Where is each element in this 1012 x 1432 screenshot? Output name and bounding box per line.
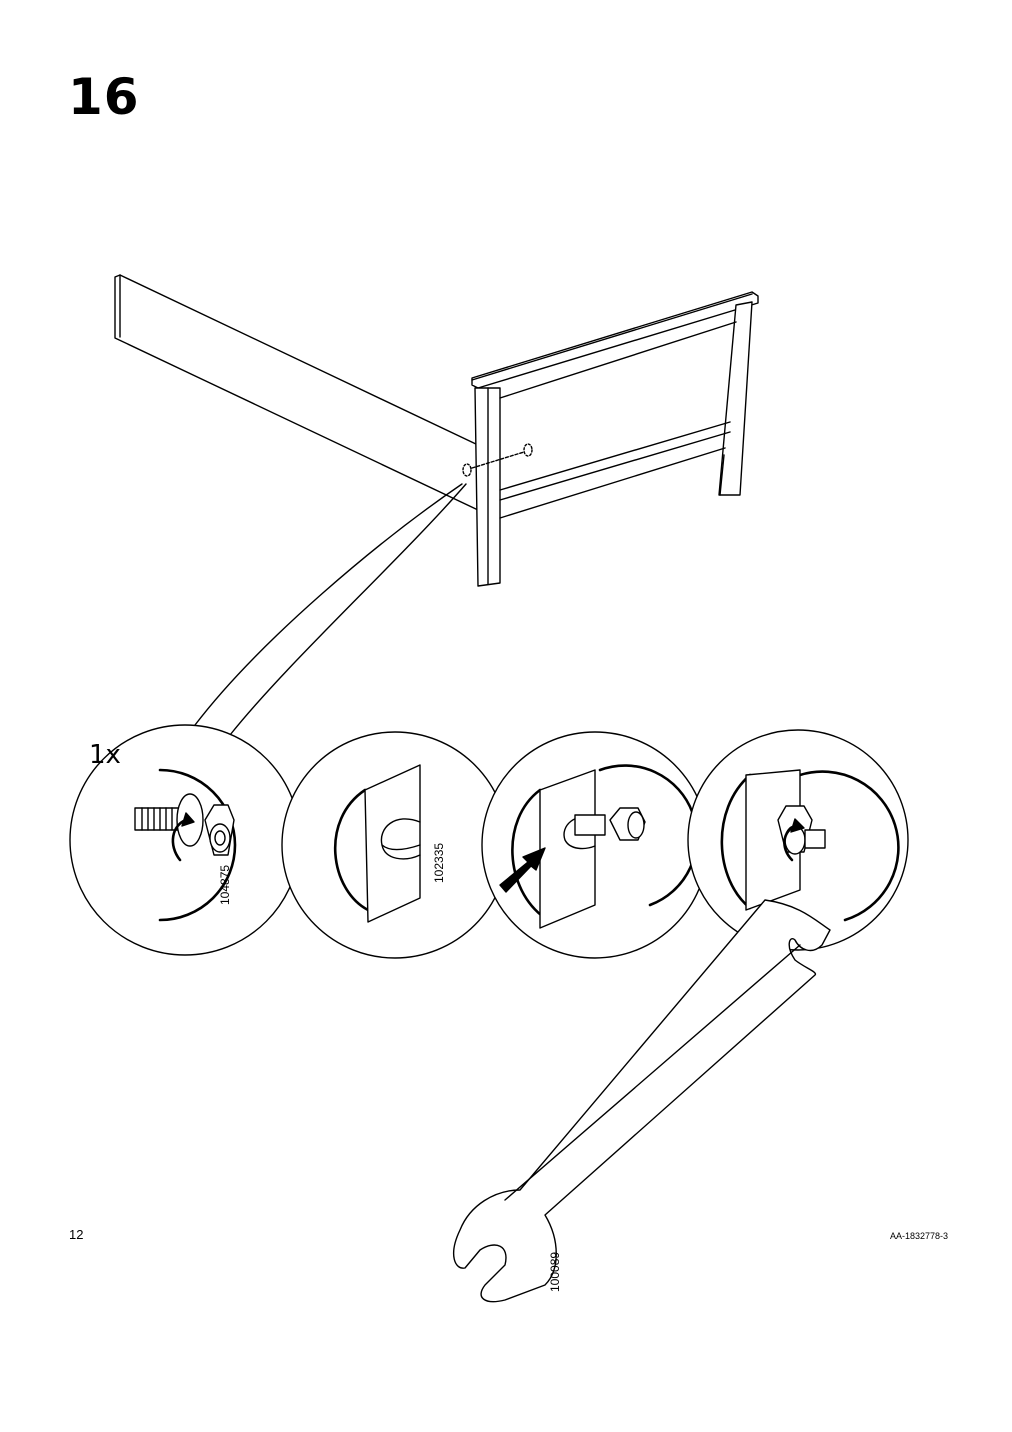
bed-frame-illustration <box>114 274 759 736</box>
bracket-part-number: 102335 <box>432 842 446 883</box>
detail-circle-bolt <box>69 724 301 956</box>
wrench-icon <box>452 899 831 1303</box>
detail-circle-bracket <box>281 731 509 959</box>
detail-circle-tighten <box>687 729 909 951</box>
headboard-right-leg <box>718 301 753 496</box>
bracket-slot-icon <box>364 764 421 923</box>
page-number: 12 <box>69 1227 84 1242</box>
quantity-label: 1x <box>89 740 121 770</box>
bolt-hole-indicator <box>462 463 472 477</box>
detail-circle-insert <box>481 731 709 959</box>
wrench-part-number: 100089 <box>548 1251 562 1292</box>
headboard-top-rail <box>471 291 759 389</box>
step-number: 16 <box>68 68 140 126</box>
insert-arrow-icon <box>499 847 546 893</box>
bolt-part-number: 104875 <box>218 864 232 905</box>
document-id: AA-1832778-3 <box>889 1231 948 1241</box>
side-rail <box>114 274 479 511</box>
